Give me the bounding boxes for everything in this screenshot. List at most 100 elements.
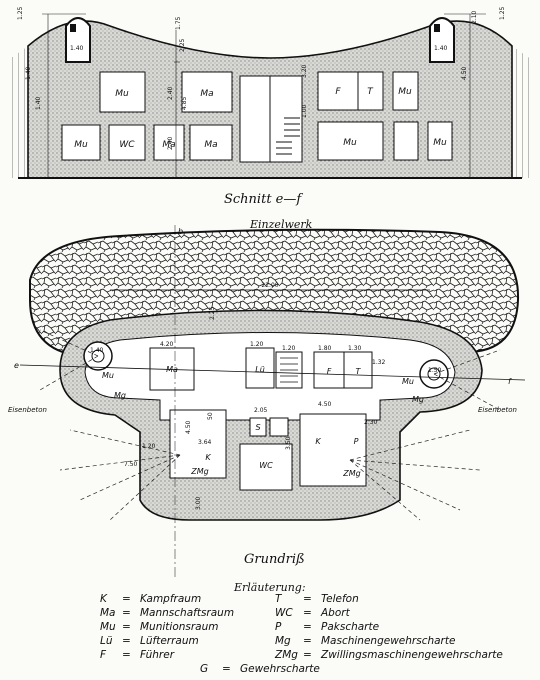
- section-room: [99, 71, 146, 113]
- plan-room: [269, 417, 289, 437]
- plan-stairs: [280, 357, 298, 383]
- section-room: [153, 124, 185, 161]
- legend-title: Erläuterung:: [234, 581, 306, 594]
- dim-label: 4.50: [461, 66, 468, 80]
- section-room-label: WC: [119, 140, 135, 150]
- turret-left: [65, 17, 91, 63]
- section-room: [393, 121, 419, 161]
- legend-entry: Mg=Maschinengewehrscharte: [275, 635, 456, 647]
- dim-label: 1.32: [372, 359, 386, 366]
- stairs: [276, 117, 300, 155]
- plan-room-label: WC: [259, 461, 273, 470]
- plan-room: [169, 409, 227, 479]
- plan-subtitle: Einzelwerk: [250, 218, 313, 231]
- legend-entry: Mu=Munitionsraum: [100, 621, 219, 633]
- material-label: Eisenbeton: [478, 406, 517, 414]
- section-room-label: Mu: [433, 138, 447, 148]
- section-room-label: Ma: [204, 140, 217, 150]
- dim-label: 7.50: [124, 461, 138, 468]
- dim-label: 50: [207, 412, 214, 420]
- plan-caption: Grundriß: [244, 552, 305, 567]
- dim-label: 3.64: [198, 439, 212, 446]
- plan-room-label: Mg: [114, 391, 126, 400]
- dim-label: 1.25: [499, 6, 506, 20]
- legend-entry: T=Telefon: [275, 593, 359, 605]
- dim-label: 4.85: [181, 96, 188, 110]
- dim-label: 1.20: [250, 341, 264, 348]
- plan-room: [299, 413, 367, 487]
- section-room-label: Mu: [343, 138, 357, 148]
- cut-label: b: [178, 227, 183, 236]
- plan-room-label: T: [356, 367, 362, 376]
- dim-label: 1.80: [318, 345, 332, 352]
- dim-label: 2.40: [167, 86, 174, 100]
- plan-room: [313, 351, 345, 389]
- section-room-label: F: [335, 87, 341, 97]
- section-room-label: Mu: [115, 89, 129, 99]
- section-room: [392, 71, 419, 111]
- turret-slit-left: [70, 24, 76, 32]
- section-room: [189, 124, 233, 161]
- cut-line: [19, 364, 526, 381]
- dim-label: 1.40: [434, 45, 448, 52]
- section-room-label: Ma: [200, 89, 213, 99]
- cut-label: e: [14, 361, 19, 370]
- turret-slit-right: [434, 24, 440, 32]
- dim-label: 3.00: [195, 496, 202, 510]
- section-dim-lines: [42, 13, 486, 178]
- dim-label: 1.40: [25, 66, 32, 80]
- plan-room: [249, 417, 267, 437]
- plan-room: [245, 347, 275, 389]
- dim-label: 1.25: [17, 6, 24, 20]
- turret-right: [429, 17, 455, 63]
- dim-label: 1.40: [35, 96, 42, 110]
- dim-label: 3.50: [285, 436, 292, 450]
- dim-label: 1.30: [348, 345, 362, 352]
- section-room: [317, 121, 384, 161]
- plan-room-label: Lü: [255, 365, 265, 374]
- legend-entry: F=Führer: [100, 649, 175, 661]
- cut-label: f: [508, 377, 512, 386]
- dim-label: 1.40: [90, 347, 104, 354]
- section-room: [427, 121, 453, 161]
- plan-room-label: Mu: [102, 371, 114, 380]
- plan-room-label: F: [327, 367, 332, 376]
- dim-label: 4.20: [160, 341, 174, 348]
- dim-label: 1.20: [142, 443, 156, 450]
- plan-room-label: Mg: [412, 395, 424, 404]
- section-room-label: T: [367, 87, 374, 97]
- plan-room-label: ZMg: [342, 469, 360, 478]
- dim-label: 1.75: [175, 16, 182, 30]
- plan-room-label: K: [205, 453, 211, 462]
- section-room: [61, 124, 101, 161]
- legend-entry: K=Kampfraum: [100, 593, 202, 605]
- plan-room: [343, 351, 373, 389]
- plan-room: [239, 443, 293, 491]
- earth-left: [8, 46, 28, 178]
- section-room: [108, 124, 146, 161]
- dim-label: 2.10: [471, 10, 478, 24]
- dim-label: 1.20: [282, 345, 296, 352]
- plan-room-label: K: [315, 437, 321, 446]
- dim-label: 2.30: [364, 419, 378, 426]
- plan-room-label: S: [255, 423, 260, 432]
- legend-entry: Ma=Mannschaftsraum: [100, 607, 235, 619]
- dim-label: 4.50: [185, 420, 192, 434]
- dim-label: 2.25: [179, 38, 186, 52]
- plan-room-label: ZMg: [190, 467, 208, 476]
- plan-room-label: Mu: [402, 377, 414, 386]
- section-room: [181, 71, 233, 113]
- legend-entry: WC=Abort: [275, 607, 350, 619]
- section-stair-shaft: [239, 75, 271, 163]
- section-room-label: Ma: [162, 140, 175, 150]
- dim-label: 1.00: [301, 104, 308, 118]
- section-room: [317, 71, 359, 111]
- dim-label: 22.00: [261, 282, 278, 289]
- section-room-label: Mu: [74, 140, 88, 150]
- legend-entry: P=Pakscharte: [275, 621, 380, 633]
- dim-label: 2.25: [209, 306, 216, 320]
- material-label: Eisenbeton: [8, 406, 47, 414]
- legend-entry: G=Gewehrscharte: [200, 663, 320, 675]
